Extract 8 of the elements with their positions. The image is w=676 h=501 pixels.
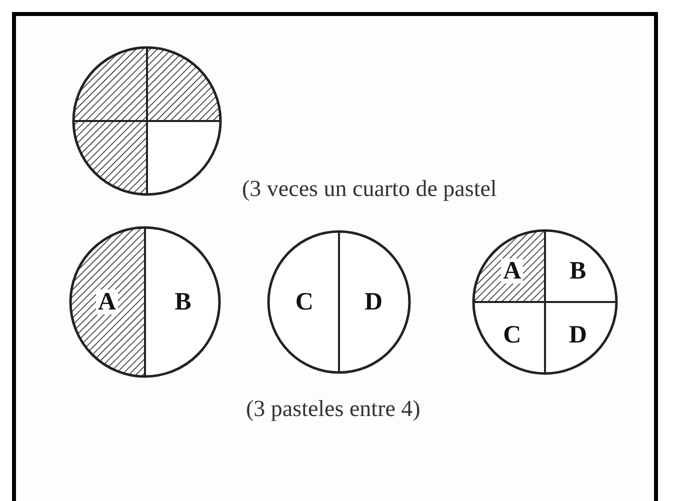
divided-circle [472,229,618,375]
caption-text: (3 pasteles entre 4) [246,396,420,422]
divided-circle [69,226,221,378]
caption-text: (3 veces un cuarto de pastel [242,176,497,202]
divided-circle [72,46,222,196]
part-letter: A [96,290,118,314]
divided-circle [267,230,411,374]
part-letter: A [501,258,524,284]
